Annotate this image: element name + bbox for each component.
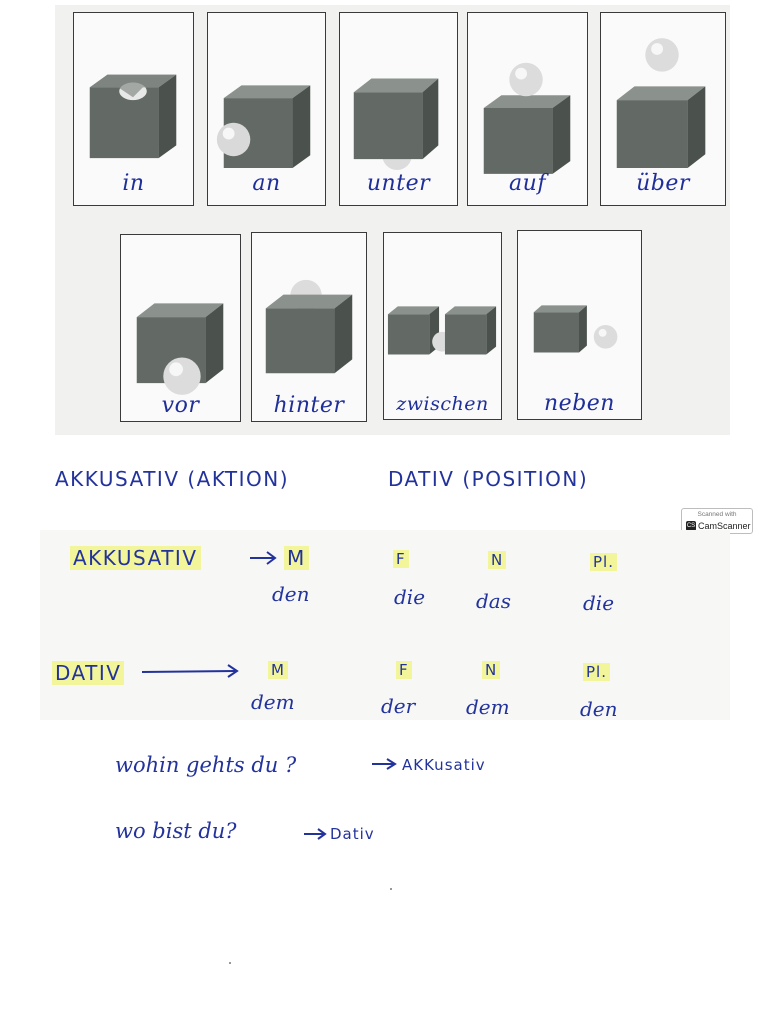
long-arrow-right-icon <box>141 664 239 678</box>
card-auf: auf <box>467 12 588 206</box>
card-unter: unter <box>339 12 458 206</box>
dativ-article-f: der <box>381 694 416 718</box>
akkusativ-article-n: das <box>476 589 511 613</box>
dativ-gender-n: N <box>482 661 501 679</box>
question-wohin: wohin gehts du ? <box>115 753 297 777</box>
card-in: in <box>73 12 194 206</box>
akkusativ-article-pl: die <box>583 591 615 615</box>
dativ-gender-pl: Pl. <box>583 663 610 681</box>
ball-between-two-cubes-illustration <box>387 306 497 355</box>
cube-with-ball-below-illustration <box>353 78 439 170</box>
arrow-right-icon <box>372 758 397 770</box>
preposition-label: an <box>252 171 281 196</box>
preposition-label: neben <box>544 391 615 416</box>
camscanner-badge: Scanned with CS CamScanner <box>681 508 753 534</box>
preposition-label: in <box>122 171 145 196</box>
card-neben: neben <box>517 230 642 420</box>
dativ-article-n: dem <box>466 695 510 719</box>
cube-with-ball-above-illustration <box>616 38 706 169</box>
akkusativ-gender-pl: Pl. <box>590 553 617 571</box>
heading-dativ: DATIV (POSITION) <box>388 467 589 491</box>
cube-with-ball-in-front-illustration <box>136 303 224 395</box>
akkusativ-article-f: die <box>394 585 426 609</box>
arrow-right-icon <box>304 828 327 840</box>
preposition-label: zwischen <box>396 393 489 415</box>
card-ueber: über <box>600 12 726 206</box>
dativ-row-label: DATIV <box>52 661 125 685</box>
cube-with-ball-behind-illustration <box>265 279 353 374</box>
cube-with-ball-on-top-illustration <box>483 62 571 174</box>
heading-akkusativ: AKKUSATIV (AKTION) <box>55 467 290 491</box>
akkusativ-gender-n: N <box>488 551 507 569</box>
akkusativ-article-m: den <box>272 582 310 606</box>
akkusativ-gender-f: F <box>393 550 409 568</box>
cube-with-ball-next-to-illustration <box>533 305 618 353</box>
scan-speck <box>229 962 231 964</box>
question-wo: wo bist du? <box>115 819 237 843</box>
arrow-right-icon <box>250 551 277 565</box>
preposition-label: hinter <box>273 393 345 418</box>
dativ-gender-f: F <box>396 661 412 679</box>
card-vor: vor <box>120 234 241 422</box>
card-zwischen: zwischen <box>383 232 502 420</box>
preposition-label: unter <box>366 171 431 196</box>
scan-speck <box>390 888 392 890</box>
badge-caption: Scanned with <box>697 511 737 518</box>
akkusativ-row-label: AKKUSATIV <box>70 546 201 570</box>
card-hinter: hinter <box>251 232 367 422</box>
preposition-label: über <box>636 171 690 196</box>
preposition-label: auf <box>509 171 546 196</box>
cube-with-ball-beside-illustration <box>216 85 311 168</box>
answer-dativ: Dativ <box>330 825 375 843</box>
answer-akkusativ: AKKusativ <box>402 756 486 774</box>
dativ-gender-m: M <box>268 661 288 679</box>
cube-with-ball-inside-illustration <box>89 74 177 159</box>
card-an: an <box>207 12 326 206</box>
preposition-label: vor <box>161 393 200 418</box>
dativ-article-pl: den <box>580 697 618 721</box>
badge-name: CamScanner <box>698 521 751 531</box>
dativ-article-m: dem <box>251 690 295 714</box>
akkusativ-gender-m: M <box>284 546 309 570</box>
camscanner-logo-icon: CS <box>686 521 696 531</box>
